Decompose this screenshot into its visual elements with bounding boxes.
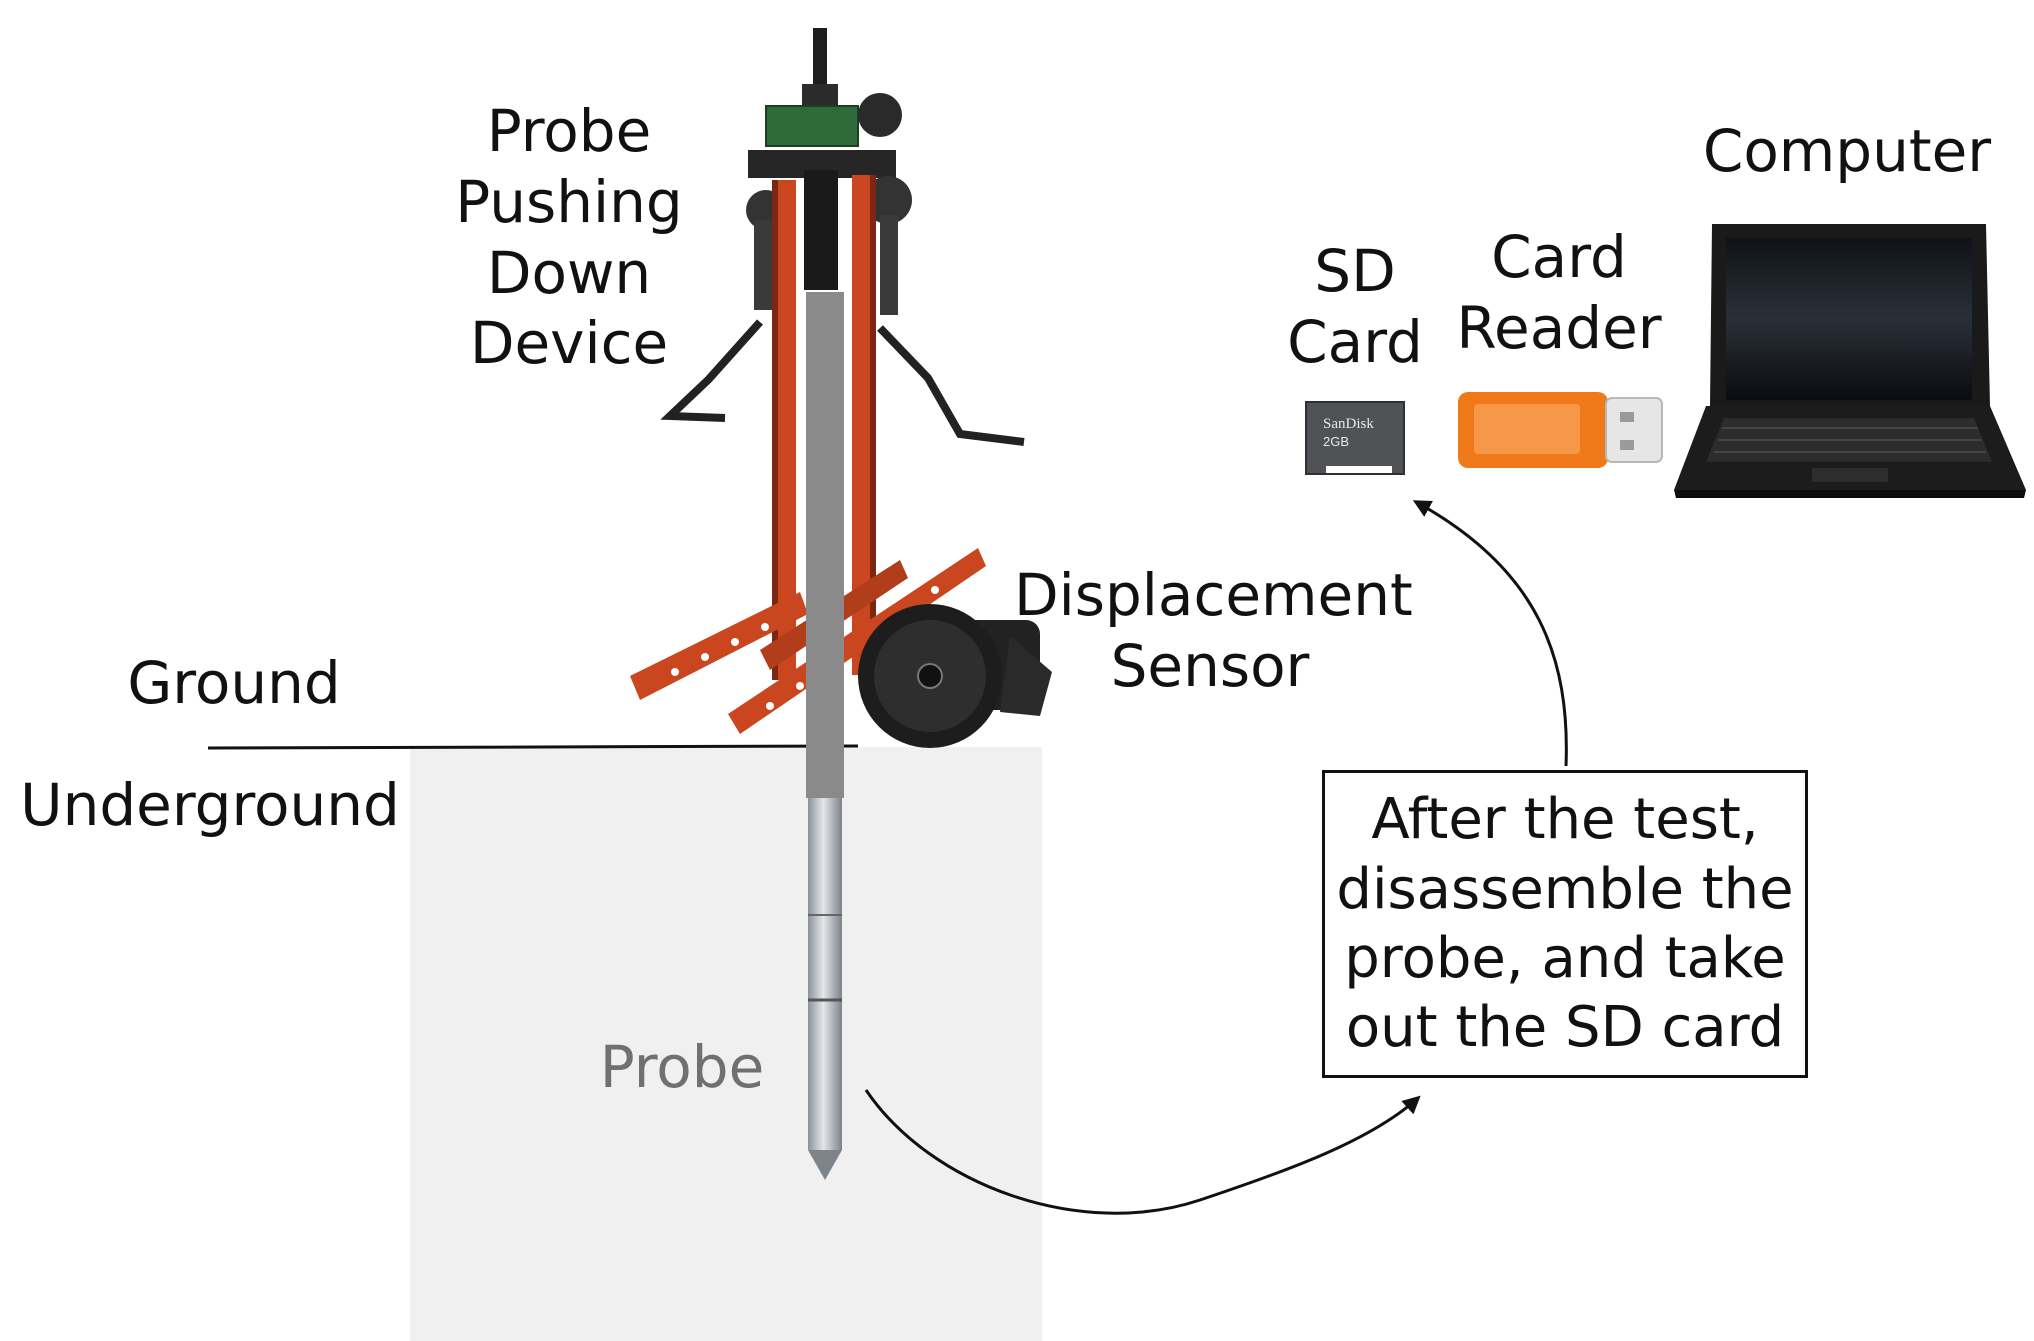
sd-card: SanDisk 2GB (1305, 401, 1405, 475)
ground-line (207, 744, 859, 750)
note-line: out the SD card (1345, 995, 1785, 1061)
note-line: disassemble the (1336, 856, 1794, 922)
label-line: Probe (486, 97, 652, 165)
label-line: Displacement (1014, 561, 1413, 629)
label-underground: Underground (20, 771, 400, 839)
laptop-computer (1674, 224, 2026, 498)
displacement-sensor (858, 604, 1052, 748)
card-reader (1458, 392, 1663, 468)
label-line: Pushing (455, 167, 683, 236)
test-note-box: After the test, disassemble the probe, a… (1322, 770, 1808, 1078)
underground-region (410, 747, 1042, 1341)
note-line: probe, and take (1344, 926, 1786, 991)
label-sd-card: SD Card (1270, 236, 1440, 378)
arrow-note-to-sd-card (1412, 500, 1568, 767)
label-line: Reader (1456, 293, 1662, 362)
push-rod (806, 292, 844, 798)
note-line: After the test, (1371, 787, 1759, 853)
label-probe-pushing-down-device: Probe Pushing Down Device (444, 96, 694, 379)
sd-card-brand: SanDisk (1323, 416, 1374, 432)
label-line: SD (1314, 237, 1396, 305)
label-line: Down (486, 238, 652, 307)
label-line: Card (1491, 223, 1627, 291)
probe-pushing-device (630, 28, 1025, 734)
label-ground: Ground (127, 649, 341, 717)
label-displacement-sensor: Displacement Sensor (1014, 560, 1413, 702)
label-line: Sensor (1110, 631, 1310, 700)
label-probe: Probe (599, 1033, 765, 1101)
label-line: Card (1287, 307, 1423, 376)
arrow-probe-to-note (864, 1089, 1421, 1215)
sd-card-capacity: 2GB (1323, 434, 1349, 449)
label-line: Device (469, 309, 669, 378)
probe (808, 798, 842, 1180)
label-card-reader: Card Reader (1446, 222, 1672, 364)
label-computer: Computer (1702, 117, 1992, 185)
